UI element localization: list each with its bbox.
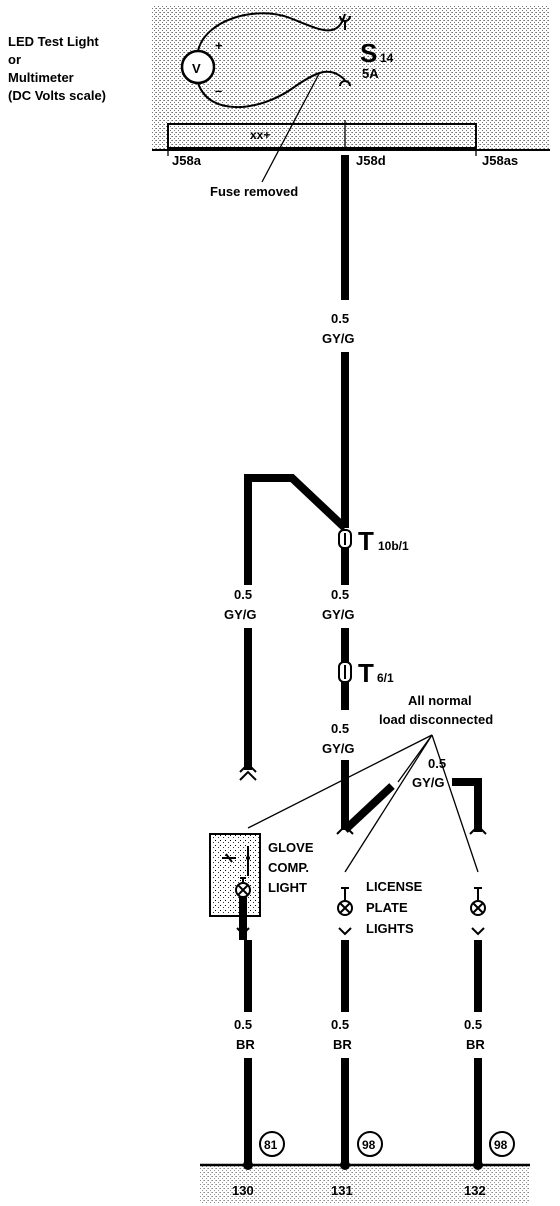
disconnect-arrow-right bbox=[469, 824, 487, 835]
glove-comp-light-box bbox=[209, 833, 261, 917]
fuse-letter: S bbox=[360, 38, 377, 68]
wire-branch-left bbox=[244, 474, 348, 585]
glove-comp-line3: LIGHT bbox=[268, 880, 307, 895]
fuse-subscript: 14 bbox=[380, 51, 394, 65]
annotation-leaders bbox=[247, 734, 479, 873]
connector-t10b-letter: T bbox=[358, 526, 374, 556]
connector-j58as: J58as bbox=[482, 153, 518, 168]
connector-t10b-icon bbox=[338, 529, 352, 549]
ground-bar bbox=[200, 1160, 530, 1203]
ground-ref-mid-circle: 98 bbox=[362, 1138, 376, 1152]
connector-j58d: J58d bbox=[356, 153, 386, 168]
connector-j58a: J58a bbox=[172, 153, 202, 168]
license-plate-line2: PLATE bbox=[366, 900, 408, 915]
wire-branch-left-gauge: 0.5 bbox=[234, 587, 252, 602]
meter-plus: + bbox=[215, 38, 223, 53]
meter-symbol: V + – bbox=[180, 12, 351, 109]
wire-main-mid-gauge: 0.5 bbox=[331, 587, 349, 602]
ground-ref-left-circle: 81 bbox=[264, 1138, 278, 1152]
connector-t10b-subscript: 10b/1 bbox=[378, 539, 409, 553]
annotation-line2: load disconnected bbox=[379, 712, 493, 727]
disconnect-arrow-mid bbox=[336, 824, 354, 835]
wire-right-branch bbox=[452, 778, 482, 832]
ground-number-mid: 131 bbox=[331, 1183, 353, 1198]
fuse-removed-note: Fuse removed bbox=[210, 184, 298, 199]
wire-right-branch-color: GY/G bbox=[412, 775, 445, 790]
svg-text:xx+: xx+ bbox=[250, 128, 270, 142]
license-plate-line1: LICENSE bbox=[366, 879, 423, 894]
license-plate-line3: LIGHTS bbox=[366, 921, 414, 936]
wire-ground-right-gauge: 0.5 bbox=[464, 1017, 482, 1032]
ground-number-left: 130 bbox=[232, 1183, 254, 1198]
wire-ground-right-color: BR bbox=[466, 1037, 485, 1052]
wire-main-upper-gauge: 0.5 bbox=[331, 311, 349, 326]
annotation-line1: All normal bbox=[408, 693, 472, 708]
meter-label-line4: (DC Volts scale) bbox=[8, 88, 106, 103]
meter-label-line3: Multimeter bbox=[8, 70, 74, 85]
wire-main-lower-color: GY/G bbox=[322, 741, 355, 756]
ground-ref-mid: 98 bbox=[357, 1131, 383, 1157]
fuse-panel: xx+ bbox=[152, 6, 550, 156]
wire-main-mid-color: GY/G bbox=[322, 607, 355, 622]
meter-symbol-label: V bbox=[192, 61, 201, 76]
wire-ground-mid-color: BR bbox=[333, 1037, 352, 1052]
wire-ground-left-color: BR bbox=[236, 1037, 255, 1052]
meter-minus: – bbox=[215, 83, 222, 98]
ground-ref-right-circle: 98 bbox=[494, 1138, 508, 1152]
ground-ref-right: 98 bbox=[489, 1131, 515, 1157]
meter-label-line2: or bbox=[8, 52, 21, 67]
fuse-removed-leader bbox=[261, 71, 321, 183]
wire-right-branch-gauge: 0.5 bbox=[428, 756, 446, 771]
wire-ground-mid-gauge: 0.5 bbox=[331, 1017, 349, 1032]
glove-comp-line1: GLOVE bbox=[268, 840, 314, 855]
connector-t6-icon bbox=[338, 661, 352, 683]
glove-comp-arrow-icon bbox=[236, 927, 250, 936]
wire-main-lower-gauge: 0.5 bbox=[331, 721, 349, 736]
right-lamp-icon bbox=[470, 887, 486, 936]
ground-number-right: 132 bbox=[464, 1183, 486, 1198]
connector-t6-subscript: 6/1 bbox=[377, 671, 394, 685]
wire-main-diagonal bbox=[342, 783, 395, 833]
wire-ground-left-gauge: 0.5 bbox=[234, 1017, 252, 1032]
fuse-rating: 5A bbox=[362, 66, 379, 81]
license-plate-lamp-icon bbox=[337, 887, 353, 936]
glove-comp-line2: COMP. bbox=[268, 860, 309, 875]
wires bbox=[244, 120, 482, 1165]
wire-branch-left-color: GY/G bbox=[224, 607, 257, 622]
ground-ref-left: 81 bbox=[259, 1131, 285, 1157]
meter-label-line1: LED Test Light bbox=[8, 34, 99, 49]
wire-main-upper-color: GY/G bbox=[322, 331, 355, 346]
connector-t6-letter: T bbox=[358, 658, 374, 688]
disconnect-arrow-left bbox=[239, 762, 257, 781]
